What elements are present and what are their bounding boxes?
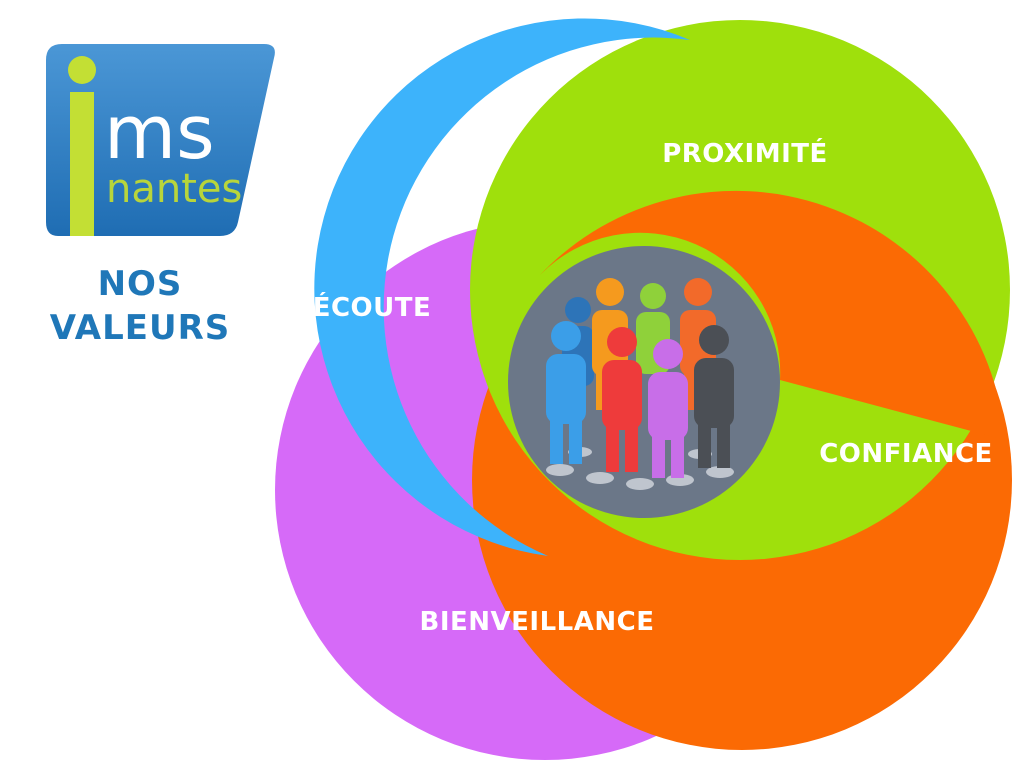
person-front-blue: [546, 321, 586, 464]
circle-confiance-overlap: [540, 190, 1005, 440]
person-front-dark-gray: [694, 325, 734, 468]
label-ecoute: ÉCOUTE: [313, 291, 432, 323]
logo-background: [46, 44, 275, 236]
logo-graphic: ms nantes: [46, 44, 275, 236]
logo-i-dot: [68, 56, 96, 84]
page-title: NOS VALEURS: [20, 262, 260, 350]
person-front-red: [602, 327, 642, 472]
logo-i-stem: [70, 92, 94, 236]
logo-brand-sub: nantes: [106, 166, 242, 212]
ims-nantes-logo: ms nantes: [42, 40, 282, 240]
group-of-people-icon: [546, 278, 734, 490]
title-line-1: NOS: [97, 264, 183, 304]
circle-ecoute: [314, 18, 690, 557]
label-confiance: CONFIANCE: [819, 439, 993, 469]
label-proximite: PROXIMITÉ: [662, 137, 828, 169]
title-line-2: VALEURS: [49, 308, 231, 348]
person-front-purple: [648, 339, 688, 478]
label-bienveillance: BIENVEILLANCE: [420, 607, 655, 637]
logo-brand-main: ms: [104, 90, 215, 176]
